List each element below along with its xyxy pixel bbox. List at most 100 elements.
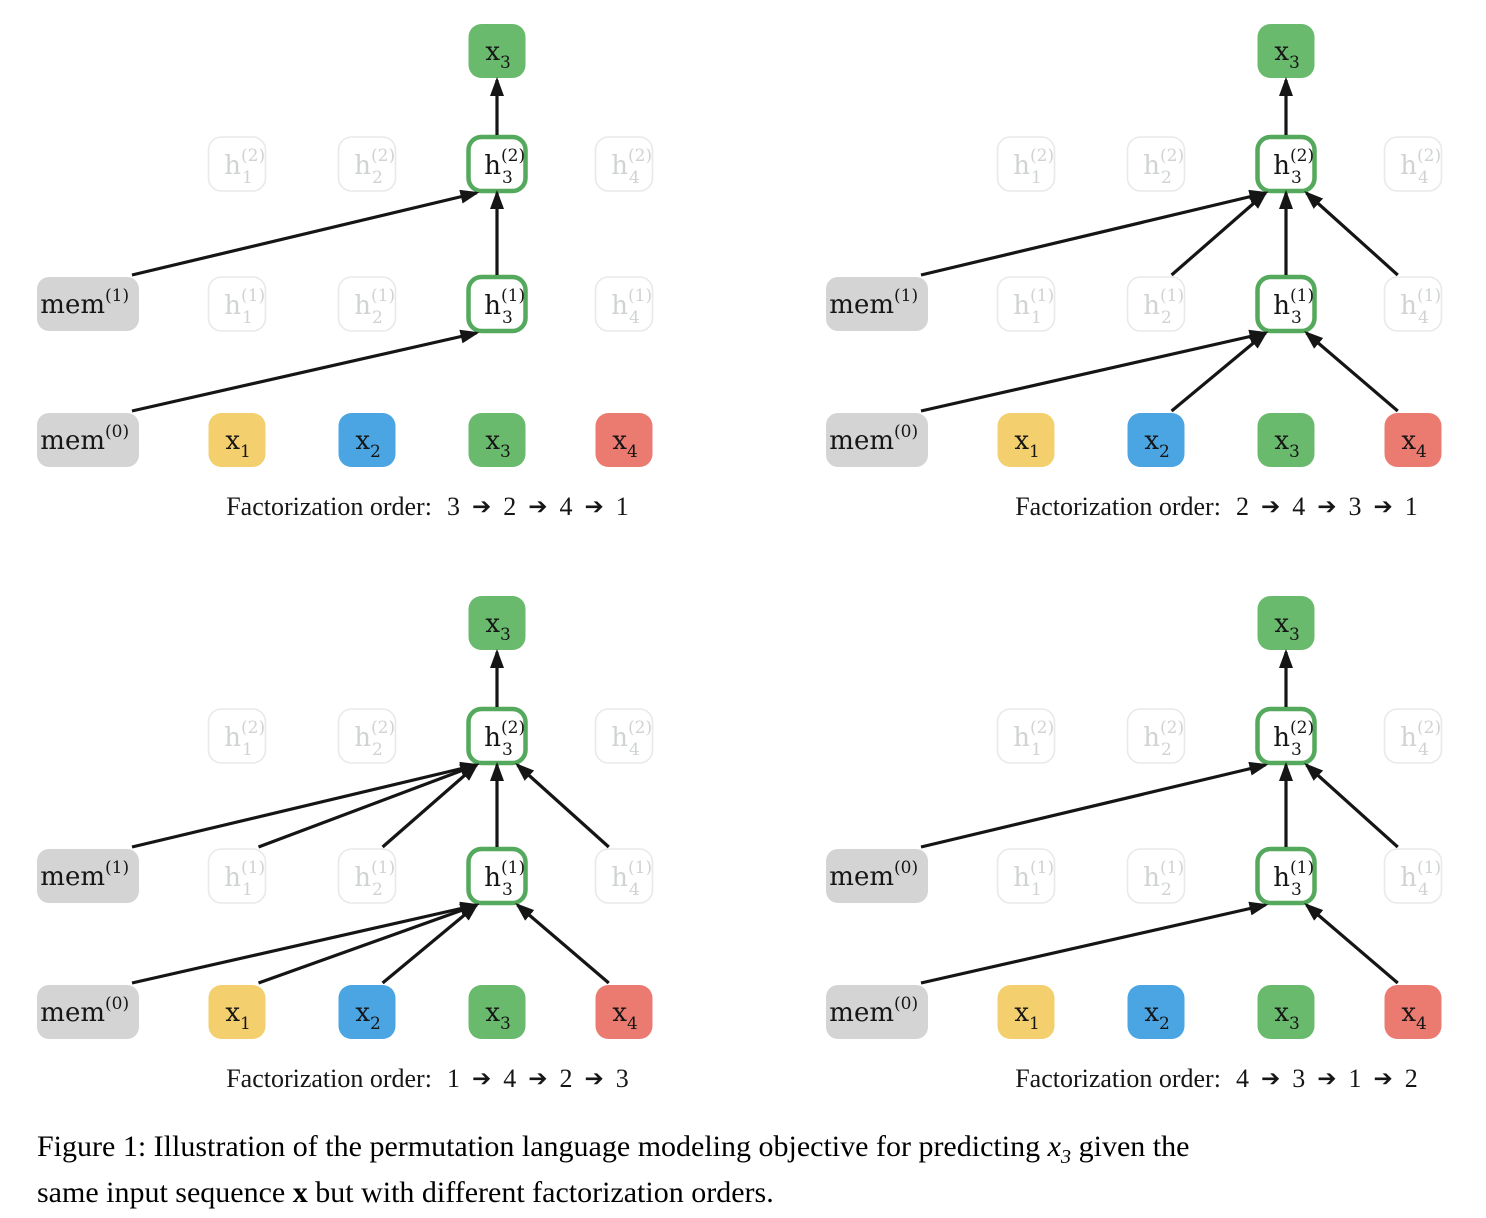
bottom-left-h2-4-label: (2)	[628, 718, 652, 738]
order-arrow-icon: ➔	[471, 494, 492, 520]
bottom-left-h1-2-label: (1)	[371, 858, 395, 878]
top-left-h1-4-box: h(1)4	[594, 276, 654, 332]
top-left-h1-2-label: 2	[372, 308, 383, 328]
bottom-left-h1-1-label: (1)	[241, 858, 265, 878]
bottom-left-h2-1-label: 1	[242, 740, 253, 760]
bottom-right-x-3-label: 3	[1289, 1014, 1300, 1034]
edge-h1-1-to-h2-3	[257, 763, 480, 849]
top-left-h2-2-label: h	[354, 151, 371, 181]
bottom-right-h1-2-box: h(1)2	[1126, 848, 1186, 904]
order-arrow-icon: ➔	[1317, 494, 1337, 520]
order-number: 2	[559, 1064, 573, 1093]
edge-x-4-to-h1-3	[515, 903, 610, 985]
top-right-mem-l1-label: (1)	[894, 286, 918, 306]
edge-x-2-to-h1-3	[1170, 331, 1268, 413]
top-left-h1-1-label: 1	[242, 308, 253, 328]
top-left-h2-3-label: h	[484, 151, 501, 181]
top-left-x-1-label: 1	[240, 442, 251, 462]
bottom-left-mem-l0-label: mem	[40, 998, 105, 1028]
bottom-right-mem-l0-label: mem	[829, 998, 894, 1028]
bottom-left-x-4-label: x	[612, 998, 627, 1028]
order-number: 2	[503, 492, 517, 521]
top-left-mem-l0-box: mem(0)	[37, 413, 139, 467]
top-right-h2-1-label: h	[1013, 151, 1030, 181]
bottom-right-h1-4-label: 4	[1418, 880, 1429, 900]
bottom-left-h1-2-label: 2	[372, 880, 383, 900]
top-left-h2-4-label: 4	[629, 168, 640, 188]
bottom-left-h1-1-label: 1	[242, 880, 253, 900]
edge-mem-l1-to-h2-3	[920, 761, 1269, 849]
bottom-right-h2-1-label: 1	[1031, 740, 1042, 760]
bottom-left-h1-3-label: (1)	[501, 858, 525, 878]
top-right-x-4-label: x	[1401, 426, 1416, 456]
bottom-right-x-2-label: x	[1144, 998, 1159, 1028]
order-arrow-icon: ➔	[1373, 1066, 1393, 1092]
top-right-h2-3-label: h	[1273, 151, 1290, 181]
figure-caption-text: Figure 1: Illustration of the permutatio…	[37, 1130, 1048, 1163]
top-right-h2-2-label: (2)	[1160, 146, 1184, 166]
top-right-h2-1-box: h(2)1	[996, 136, 1056, 192]
bold-x: x	[292, 1176, 308, 1209]
top-right-x-1-label: x	[1014, 426, 1029, 456]
bottom-right-h1-1-box: h(1)1	[996, 848, 1056, 904]
top-right-h1-1-label: 1	[1031, 308, 1042, 328]
bottom-left-h1-3-box: h(1)3	[466, 846, 528, 906]
bottom-left-h1-4-label: 4	[629, 880, 640, 900]
bottom-left-h1-1-label: h	[224, 863, 241, 893]
bottom-right-h1-3-label: h	[1273, 863, 1290, 893]
top-right-x-3-label: x	[1274, 426, 1289, 456]
bottom-left-mem-l0-label: (0)	[105, 994, 129, 1014]
top-left-h1-1-label: h	[224, 291, 241, 321]
factorization-caption-label: Factorization order:	[226, 1064, 432, 1093]
top-right-mem-l1-label: mem	[829, 290, 894, 320]
top-left-h2-2-label: 2	[372, 168, 383, 188]
bottom-left-x-2-label: 2	[370, 1014, 381, 1034]
bottom-left-out-x3-label: 3	[500, 625, 511, 645]
top-left-h1-1-label: (1)	[241, 286, 265, 306]
top-left-h2-2-box: h(2)2	[337, 136, 397, 192]
bottom-right-h2-1-box: h(2)1	[996, 708, 1056, 764]
top-right-h1-3-box: h(1)3	[1255, 274, 1317, 334]
factorization-caption-label: Factorization order:	[1015, 492, 1221, 521]
bottom-right-h1-4-label: h	[1400, 863, 1417, 893]
figure-caption: Figure 1: Illustration of the permutatio…	[37, 1129, 1456, 1211]
bottom-right-h2-3-label: h	[1273, 723, 1290, 753]
figure-caption-text: but with different factorization orders.	[307, 1176, 774, 1209]
bottom-right-h2-1-label: (2)	[1030, 718, 1054, 738]
bottom-right-h1-2-label: (1)	[1160, 858, 1184, 878]
top-right-h1-3-label: h	[1273, 291, 1290, 321]
top-left-h1-4-label: 4	[629, 308, 640, 328]
edge-mem-l1-to-h2-3	[920, 189, 1269, 277]
factorization-order-sequence: 1➔4➔2➔3	[442, 1064, 634, 1093]
top-right-h2-1-label: (2)	[1030, 146, 1054, 166]
order-number: 2	[1235, 492, 1249, 521]
top-left-h1-3-box: h(1)3	[466, 274, 528, 334]
top-left-h1-3-label: 3	[502, 308, 513, 328]
order-number: 1	[446, 1064, 460, 1093]
edge-x-4-to-h1-3	[1304, 903, 1399, 985]
top-left-h2-1-label: 1	[242, 168, 253, 188]
top-left-x-3-label: x	[485, 426, 500, 456]
bottom-left-h2-2-label: h	[354, 723, 371, 753]
top-left-h1-3-label: h	[484, 291, 501, 321]
top-right-mem-l0-box: mem(0)	[826, 413, 928, 467]
top-right-x-4-label: 4	[1416, 442, 1427, 462]
order-arrow-icon: ➔	[1373, 494, 1393, 520]
bottom-right-x-4-label: x	[1401, 998, 1416, 1028]
